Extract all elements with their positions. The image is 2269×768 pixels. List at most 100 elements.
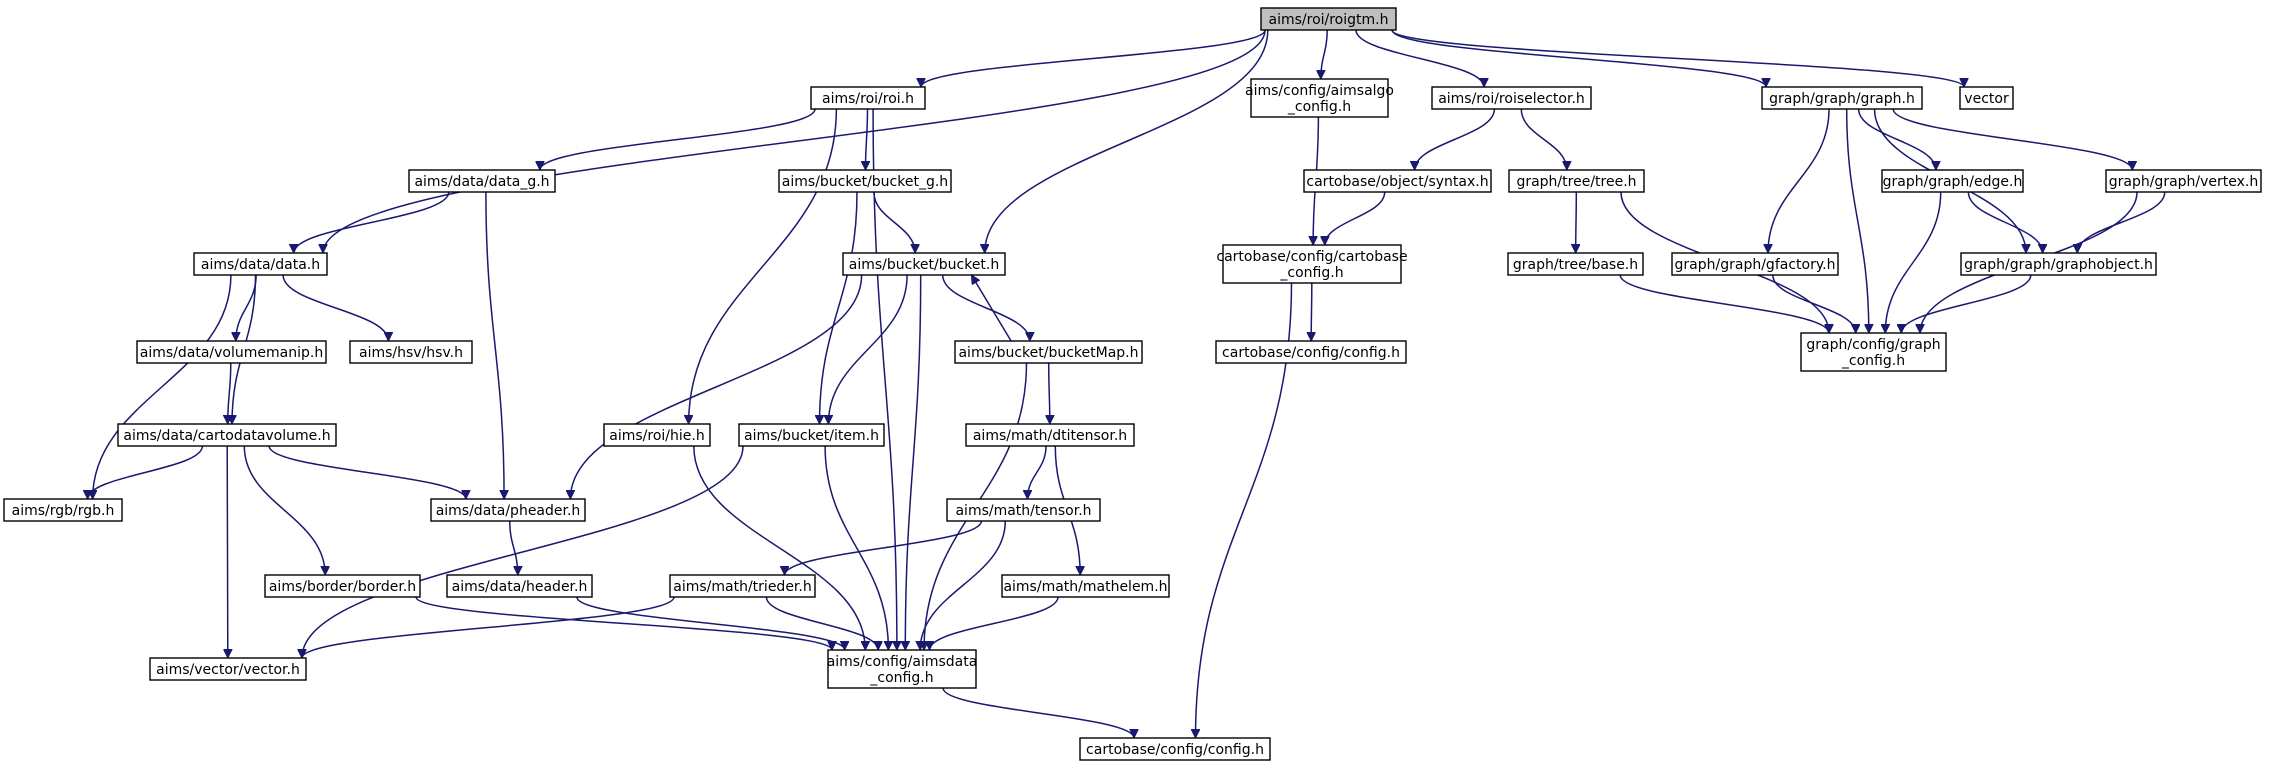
node-roi[interactable]: aims/roi/roi.h — [810, 86, 926, 110]
node-vertex[interactable]: graph/graph/vertex.h — [2105, 169, 2262, 193]
edge-hie-to-aimsdata-config — [693, 445, 866, 650]
node-volumemanip[interactable]: aims/data/volumemanip.h — [136, 340, 327, 364]
node-label: aims/math/trieder.h — [673, 579, 811, 595]
edge-bucketMap-to-dtitensor — [1049, 362, 1050, 424]
node-box — [1250, 78, 1389, 118]
node-label: aims/hsv/hsv.h — [359, 345, 463, 361]
node-box — [446, 574, 593, 598]
node-label: cartobase/config/cartobase — [1216, 249, 1407, 265]
node-box — [1508, 169, 1645, 193]
edge-roigtm-to-roiselector — [1355, 29, 1484, 88]
node-dtitensor[interactable]: aims/math/dtitensor.h — [965, 423, 1135, 447]
node-tensor[interactable]: aims/math/tensor.h — [946, 498, 1101, 522]
node-box — [1260, 7, 1397, 31]
edge-roiselector-to-syntax — [1415, 108, 1496, 171]
node-edge[interactable]: graph/graph/edge.h — [1881, 169, 2024, 193]
node-label: aims/bucket/bucketMap.h — [958, 345, 1138, 361]
node-label: _config.h — [1287, 99, 1351, 115]
edge-bucket-to-bucketMap — [941, 274, 1030, 342]
node-aimsdata-config[interactable]: aims/config/aimsdata_config.h — [827, 649, 978, 689]
node-label: aims/data/cartodatavolume.h — [123, 428, 330, 444]
node-syntax[interactable]: cartobase/object/syntax.h — [1303, 169, 1492, 193]
node-box — [946, 498, 1101, 522]
node-treebase[interactable]: graph/tree/base.h — [1507, 252, 1644, 276]
edge-tensor-to-trieder — [785, 520, 983, 576]
edge-cartodatavolume-to-border — [243, 445, 325, 575]
node-hie[interactable]: aims/roi/hie.h — [603, 423, 711, 447]
edge-tensor-to-aimsdata-config — [920, 520, 1007, 650]
node-label: aims/math/tensor.h — [955, 503, 1091, 519]
edge-bucket-g-to-item — [820, 191, 858, 424]
node-aimsvector[interactable]: aims/vector/vector.h — [149, 657, 307, 681]
node-graph-config[interactable]: graph/config/graph_config.h — [1800, 332, 1947, 372]
node-box — [827, 649, 977, 689]
node-box — [810, 86, 926, 110]
node-aimsalgo-config[interactable]: aims/config/aimsalgo_config.h — [1245, 78, 1394, 118]
node-label: graph/graph/graphobject.h — [1964, 257, 2153, 273]
node-bucketMap[interactable]: aims/bucket/bucketMap.h — [954, 340, 1143, 364]
node-data[interactable]: aims/data/data.h — [193, 252, 328, 276]
node-bucket[interactable]: aims/bucket/bucket.h — [842, 252, 1006, 276]
node-box — [1001, 574, 1170, 598]
node-mathelem[interactable]: aims/math/mathelem.h — [1001, 574, 1170, 598]
edge-roi-to-data-g — [540, 108, 816, 171]
node-rgb[interactable]: aims/rgb/rgb.h — [3, 498, 123, 522]
node-box — [1303, 169, 1492, 193]
node-cartobase-config[interactable]: cartobase/config/cartobase_config.h — [1216, 244, 1408, 284]
edge-graph-to-gfactory — [1768, 108, 1830, 253]
node-box — [1800, 332, 1947, 372]
edge-bucket-to-item — [828, 274, 908, 424]
node-box — [408, 169, 556, 193]
node-border[interactable]: aims/border/border.h — [264, 574, 421, 598]
node-graph[interactable]: graph/graph/graph.h — [1761, 86, 1923, 110]
node-label: graph/tree/base.h — [1513, 257, 1638, 273]
node-label: aims/config/aimsdata — [827, 654, 978, 670]
node-roiselector[interactable]: aims/roi/roiselector.h — [1431, 86, 1592, 110]
node-box — [2105, 169, 2262, 193]
node-box — [1959, 86, 2014, 110]
node-cartodatavolume[interactable]: aims/data/cartodatavolume.h — [117, 423, 337, 447]
node-data-g[interactable]: aims/data/data_g.h — [408, 169, 556, 193]
node-graphobject[interactable]: graph/graph/graphobject.h — [1960, 252, 2157, 276]
node-box — [778, 169, 952, 193]
node-label: graph/graph/gfactory.h — [1675, 257, 1836, 273]
nodes-layer: aims/roi/roigtm.h aims/roi/roi.h aims/conf… — [3, 7, 2262, 761]
node-config-mid[interactable]: cartobase/config/config.h — [1215, 340, 1407, 364]
edge-data-g-to-pheader — [485, 191, 504, 499]
edge-treebase-to-graph-config — [1619, 274, 1829, 334]
edge-item-to-aimsdata-config — [824, 445, 888, 650]
node-box — [149, 657, 307, 681]
node-label: aims/vector/vector.h — [156, 662, 300, 678]
edge-graph-to-edge — [1857, 108, 1936, 171]
edge-bucket-g-to-bucket — [873, 191, 915, 254]
node-item[interactable]: aims/bucket/item.h — [738, 423, 885, 447]
node-label: aims/roi/hie.h — [609, 428, 704, 444]
node-pheader[interactable]: aims/data/pheader.h — [430, 498, 586, 522]
node-box — [965, 423, 1135, 447]
node-gfactory[interactable]: graph/graph/gfactory.h — [1671, 252, 1839, 276]
node-label: aims/data/data.h — [201, 257, 320, 273]
node-box — [954, 340, 1143, 364]
node-box — [738, 423, 885, 447]
node-config-bottom[interactable]: cartobase/config/config.h — [1079, 737, 1271, 761]
node-box — [1431, 86, 1592, 110]
node-box — [1881, 169, 2024, 193]
edge-bucket-to-pheader — [570, 274, 863, 499]
node-label: aims/border/border.h — [269, 579, 416, 595]
node-header[interactable]: aims/data/header.h — [446, 574, 593, 598]
node-hsv[interactable]: aims/hsv/hsv.h — [349, 340, 473, 364]
edge-tree-to-treebase — [1576, 191, 1577, 253]
node-label: _config.h — [1841, 353, 1905, 369]
node-box — [264, 574, 421, 598]
node-label: aims/data/pheader.h — [436, 503, 581, 519]
node-vector[interactable]: vector — [1959, 86, 2014, 110]
node-box — [3, 498, 123, 522]
node-bucket-g[interactable]: aims/bucket/bucket_g.h — [778, 169, 952, 193]
node-roigtm[interactable]: aims/roi/roigtm.h — [1260, 7, 1397, 31]
edge-cartodatavolume-to-pheader — [268, 445, 466, 500]
node-tree[interactable]: graph/tree/tree.h — [1508, 169, 1645, 193]
edge-roigtm-to-roi — [921, 29, 1266, 88]
node-trieder[interactable]: aims/math/trieder.h — [669, 574, 816, 598]
node-box — [1671, 252, 1839, 276]
node-box — [669, 574, 816, 598]
